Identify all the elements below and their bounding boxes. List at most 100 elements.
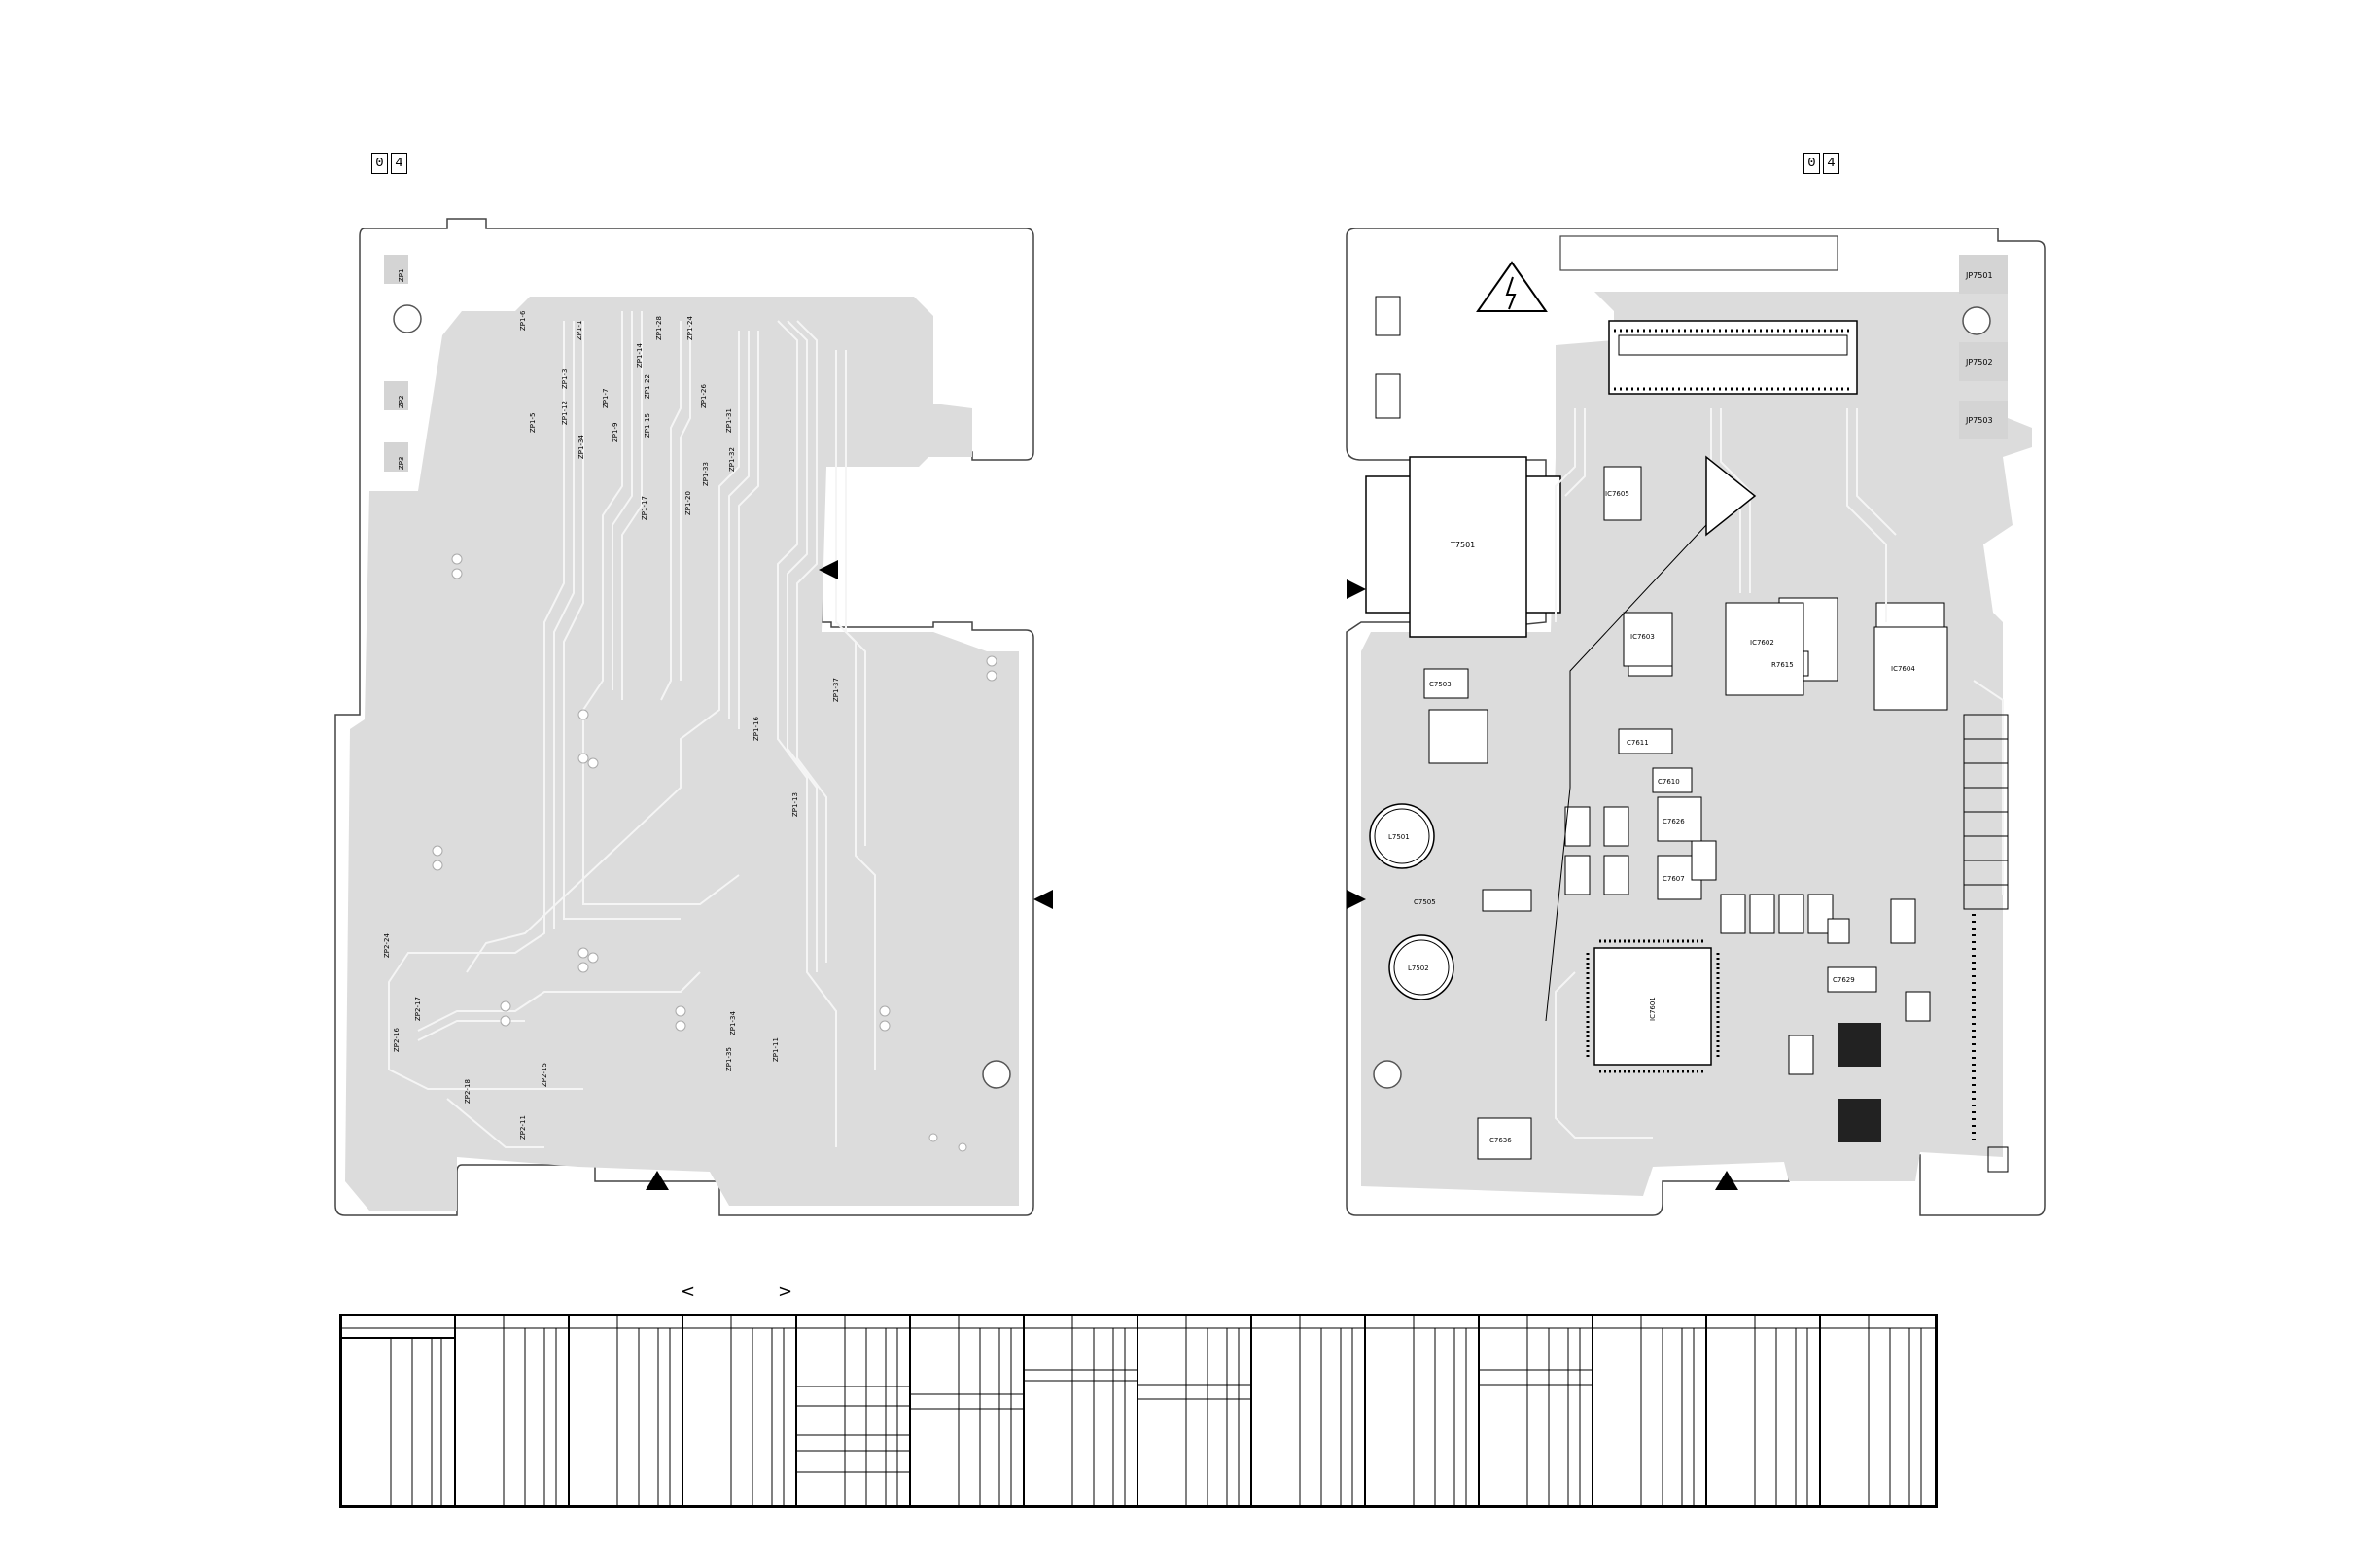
ic7603: IC7603 [1623,612,1673,667]
pad-jp7502 [1959,342,2008,381]
label-c7610: C7610 [1658,778,1680,786]
label-ic7604: IC7604 [1891,665,1915,673]
label-c7611: C7611 [1627,739,1649,747]
label-zp: ZP1-34 [729,1011,737,1035]
label-c7505: C7505 [1414,898,1436,906]
arrow-marker [1347,579,1366,599]
label-zp: ZP2-18 [464,1079,472,1104]
label-ic7602: IC7602 [1750,639,1774,647]
label-zp: ZP1-33 [702,462,710,486]
arrow-marker [1033,890,1053,909]
top-connector-slot [1559,235,1838,271]
edge-connector [1963,714,2009,1173]
page-id-digit: 4 [1823,153,1839,174]
arrow-marker [646,1171,669,1190]
label-zp: ZP1-32 [728,447,736,472]
parts-table [339,1314,1938,1508]
leader-line [1545,524,1707,1022]
label-zp: ZP1-13 [791,792,799,817]
label-zp: ZP1-14 [636,343,644,368]
label-zp: ZP1-16 [752,717,760,741]
arrow-marker [819,560,838,579]
ic-packages: IC7605 IC7603 IC7602 IC7604 IC7601 [1586,466,1948,1142]
pad-zp1 [384,255,408,284]
black-chip [1838,1099,1881,1142]
label-zp: ZP1-3 [561,369,569,389]
label-jp7502: JP7502 [1965,358,1993,367]
inductor-l7502: L7502 [1388,934,1454,1000]
label-zp: ZP1-34 [578,435,585,459]
traces-b [1555,408,2004,1139]
pad-jp7503 [1959,401,2008,439]
black-chip [1838,1023,1881,1067]
label-zp: ZP1-28 [655,316,663,340]
label-zp: ZP2-17 [414,997,422,1021]
label-zp: ZP1-26 [700,384,708,408]
label-zp: ZP1-20 [684,491,692,515]
angle-close: > [778,1281,793,1302]
pad-jp7501 [1959,255,2008,294]
label-ic7601: IC7601 [1649,997,1657,1021]
label-c7636: C7636 [1489,1137,1512,1144]
label-zp: ZP1-22 [644,374,651,399]
copper-pour-a [345,297,1019,1211]
parts-table-grid [342,1316,1935,1505]
label-zp: ZP1-15 [644,413,651,438]
label-zp: ZP1-37 [832,678,840,702]
arrow-marker [1715,1171,1738,1190]
label-zp: ZP2-24 [383,933,391,958]
label-c7647: R7615 [1771,661,1794,669]
label-zp: ZP1-7 [602,389,610,408]
component-labels-b: C7503 C7505 C7611 C7610 C7626 C7607 C763… [1414,661,1855,1144]
label-zp1: ZP1 [398,269,405,282]
pad-zp3 [384,442,408,472]
label-ic7605: IC7605 [1605,490,1629,498]
ic7602: IC7602 [1725,602,1804,696]
page-id-digit: 0 [371,153,388,174]
angle-open: < [681,1281,696,1302]
label-l7501: L7501 [1388,833,1410,841]
label-ic7603: IC7603 [1630,633,1655,641]
label-c7626: C7626 [1662,818,1685,825]
page-id-digit: 0 [1803,153,1820,174]
transformer-t7501: T7501 [1365,456,1561,638]
warning-triangle [1476,261,1548,312]
arrow-marker [1347,890,1366,909]
label-zp: ZP1-17 [641,496,648,520]
label-zp: ZP1-31 [725,408,733,433]
pcb-side-b: JP7501 JP7502 JP7503 T7501 [1346,228,2046,1216]
label-l7502: L7502 [1408,965,1429,972]
label-c7629: C7629 [1833,976,1855,984]
label-c7607: C7607 [1662,875,1685,883]
label-zp: ZP1-35 [725,1047,733,1071]
pad-zp2 [384,381,408,410]
label-zp: ZP2-16 [393,1028,401,1052]
label-zp: ZP1-6 [519,310,527,331]
mount-hole [1373,1060,1402,1089]
label-zp: ZP2-11 [519,1115,527,1140]
page-id-digit: 4 [391,153,407,174]
label-zp: ZP1-1 [576,321,583,340]
label-zp3: ZP3 [398,457,405,470]
label-zp: ZP1-9 [612,423,619,442]
mount-hole [1962,306,1991,335]
label-t7501: T7501 [1450,541,1475,549]
ic7604: IC7604 [1873,626,1948,711]
label-jp7501: JP7501 [1965,271,1993,280]
fpc-connector [1608,320,1858,395]
inductor-l7501: L7501 [1369,803,1435,869]
label-zp: ZP1-12 [561,401,569,425]
label-jp7503: JP7503 [1965,416,1993,425]
label-zp: ZP2-15 [541,1063,548,1087]
label-zp: ZP1-5 [529,413,537,433]
small-components-b [1375,296,1945,1160]
label-zp: ZP1-11 [772,1037,780,1062]
label-zp2: ZP2 [398,396,405,408]
label-zp: ZP1-24 [686,316,694,340]
ic7601: IC7601 [1586,939,1720,1073]
label-c7503: C7503 [1429,681,1452,688]
signal-triangle [1705,455,1757,537]
